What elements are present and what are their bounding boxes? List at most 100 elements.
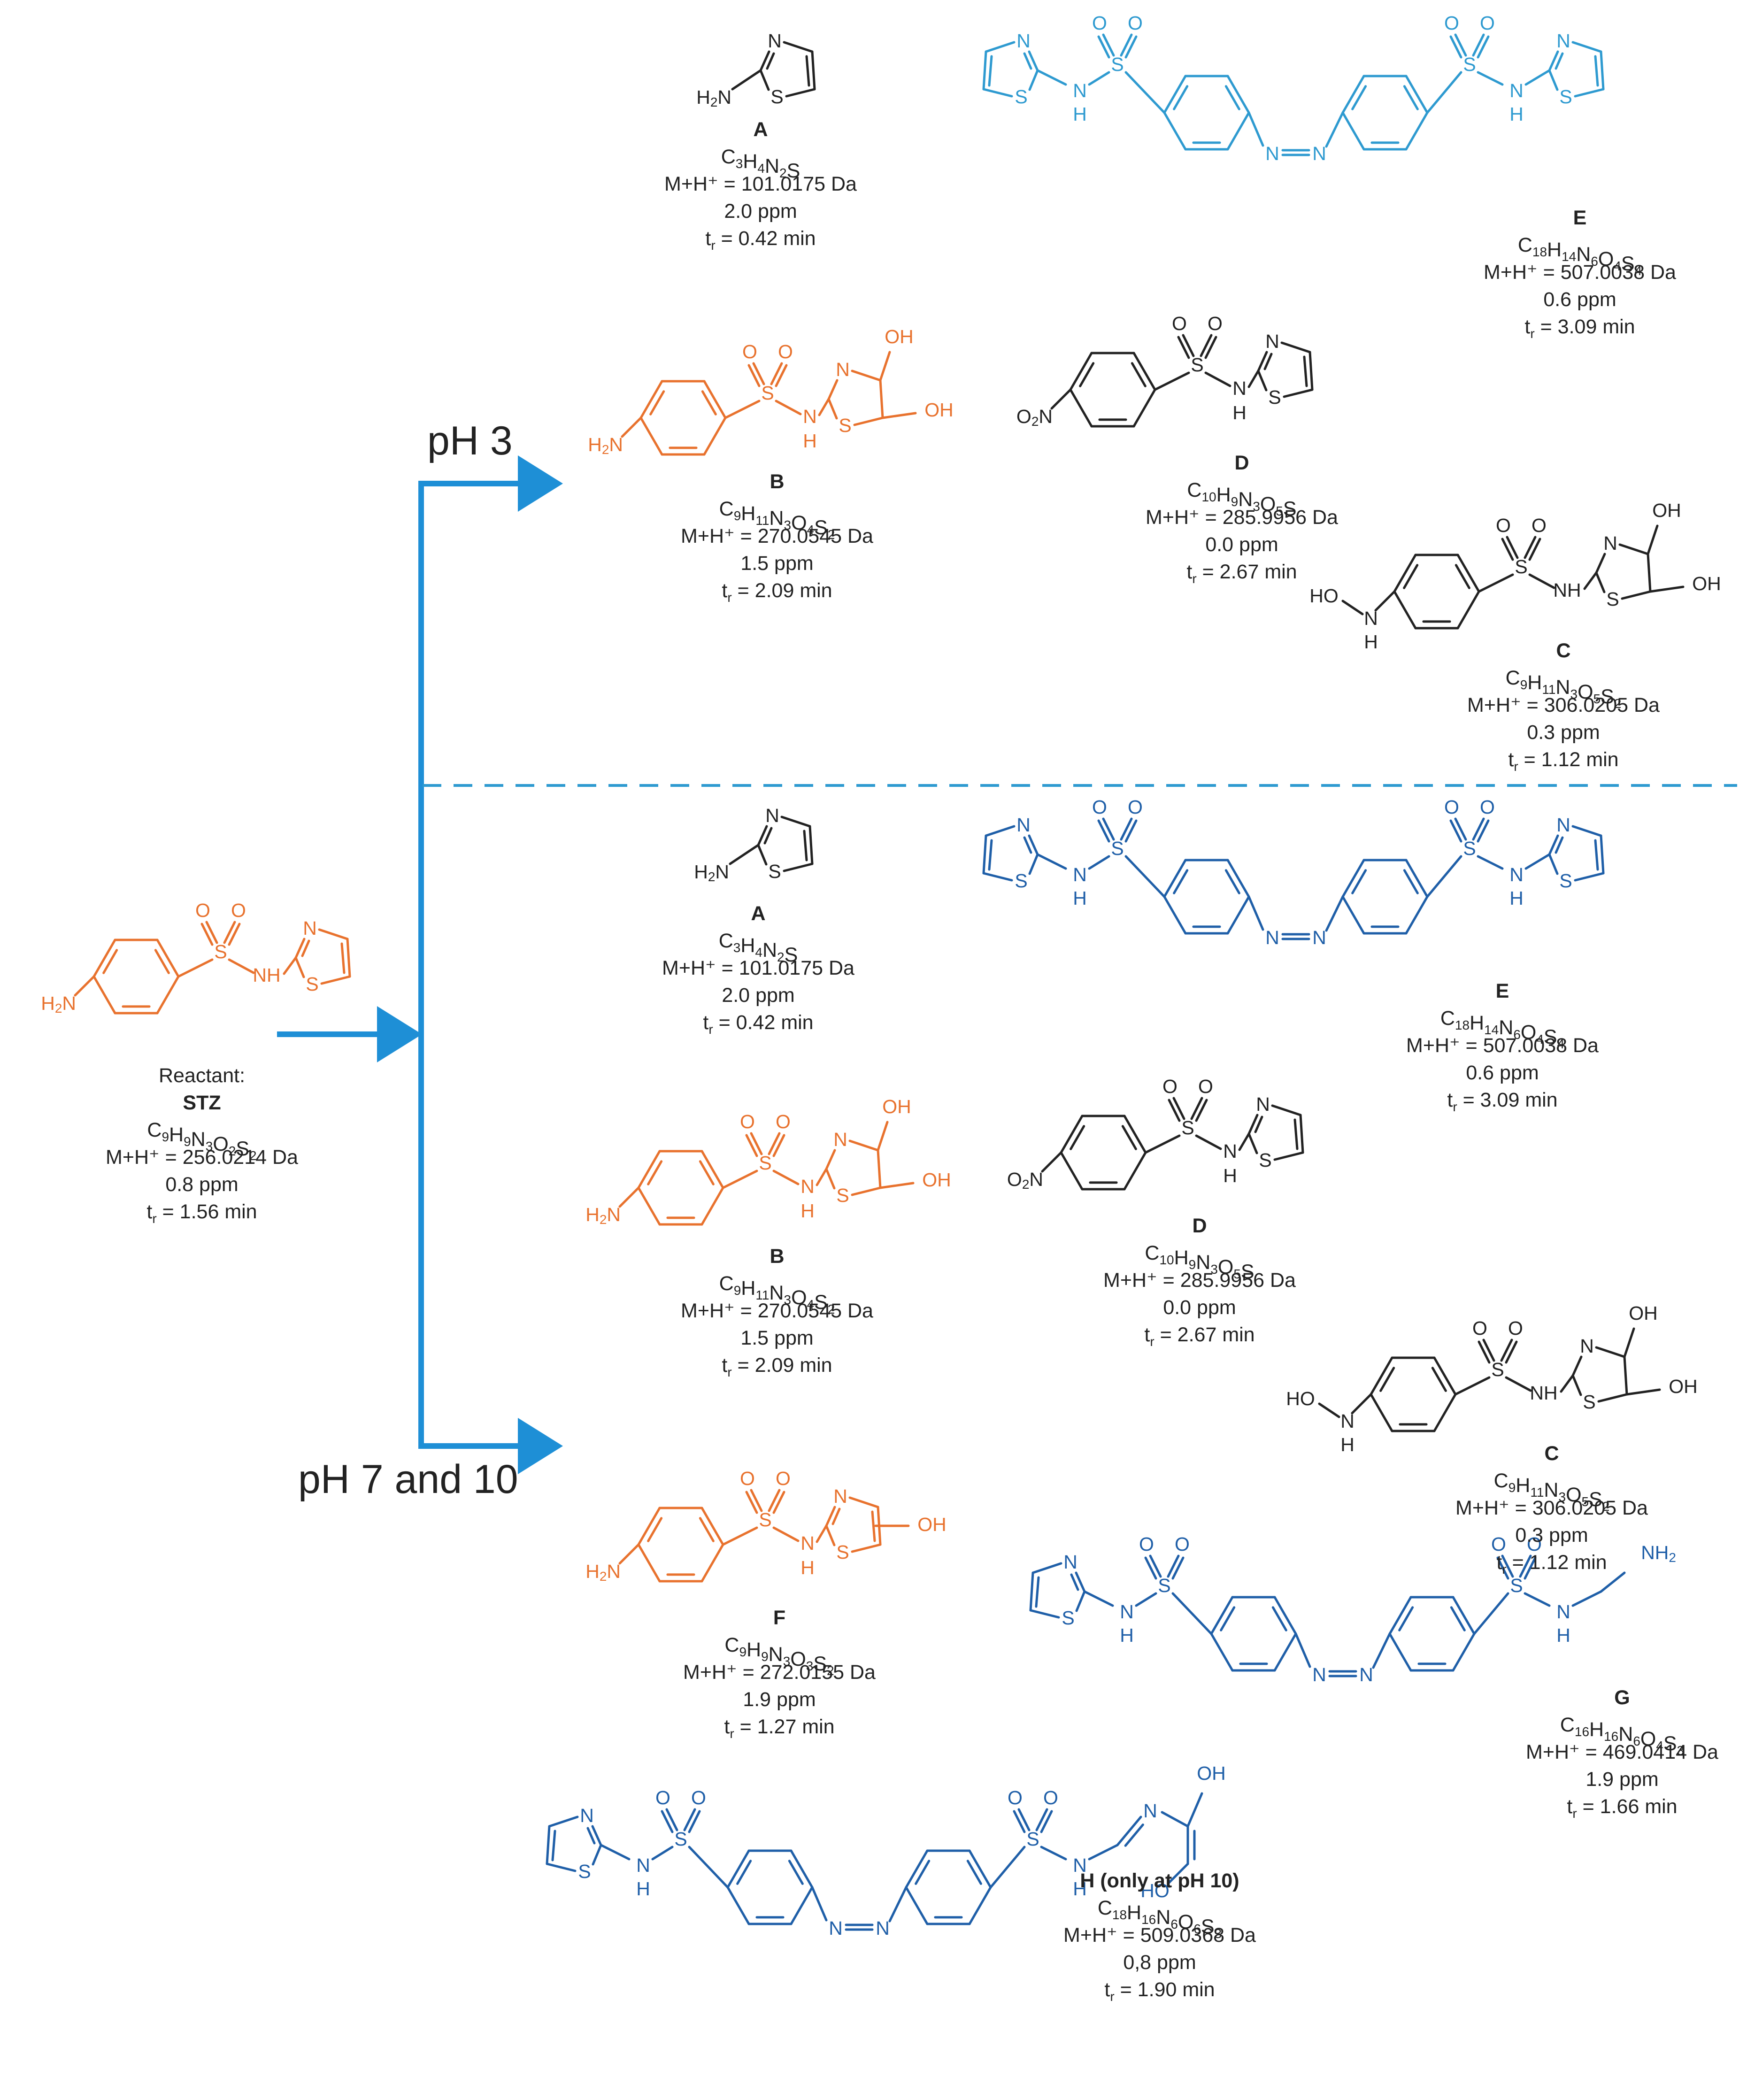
bond [637, 1186, 661, 1226]
compound-ppm: 0.3 ppm [1515, 1524, 1588, 1546]
bond [851, 1543, 882, 1553]
retention-sub: r [1514, 759, 1518, 774]
bond [1050, 388, 1072, 410]
formula-count: 6 [1633, 1734, 1640, 1748]
retention-value: = 3.09 min [1535, 315, 1635, 338]
bond [1182, 334, 1195, 357]
bond [1388, 1596, 1412, 1635]
bond [775, 400, 802, 415]
formula-count: 2 [828, 1302, 835, 1316]
bond [647, 1517, 663, 1542]
compound-label: D [1192, 1215, 1207, 1237]
formula-element: S [787, 160, 800, 182]
compound-formula: C18H14N6O4S4 [1518, 234, 1642, 278]
bond [703, 416, 727, 456]
atom-label: S [1510, 1575, 1523, 1596]
formula-element: C [1560, 1714, 1575, 1736]
atom-label-main: O [1016, 406, 1031, 427]
bond [1254, 1115, 1263, 1133]
atom-label: HO [1140, 1880, 1170, 1901]
formula-element: N [769, 1643, 783, 1666]
bond [1341, 111, 1365, 151]
bond [1060, 1115, 1084, 1154]
formula-count: 9 [734, 508, 741, 523]
bond [1594, 839, 1599, 871]
formula-element: N [765, 155, 779, 177]
bond [851, 1186, 882, 1196]
formula-element: O [1566, 1484, 1581, 1506]
bond [982, 50, 987, 91]
bond [988, 55, 993, 87]
formula-element: C [1494, 1469, 1508, 1492]
atom-label: OH [882, 1096, 911, 1117]
bond [1023, 52, 1032, 70]
bond [1013, 1810, 1026, 1833]
formula-count: 6 [1591, 254, 1598, 269]
bond [1647, 524, 1659, 555]
retention-sub: r [727, 1365, 731, 1379]
formula-element: C [719, 498, 734, 520]
compound-formula: C3H4N2S [721, 146, 800, 182]
bond [879, 351, 891, 382]
atom-label: O [1043, 1787, 1058, 1808]
formula-count: 4 [1656, 1738, 1663, 1753]
formula-element: H [1216, 484, 1231, 506]
atom-label: H [1120, 1624, 1134, 1646]
formula-element: S [1201, 1915, 1215, 1938]
bond [1341, 895, 1365, 935]
bond [1524, 1592, 1551, 1607]
bond [1167, 1554, 1180, 1578]
bond [1299, 1114, 1304, 1154]
bond [808, 825, 814, 865]
bond [1224, 85, 1240, 110]
bond [699, 1160, 715, 1185]
formula-count: 3 [206, 1139, 213, 1154]
compound-label: STZ [183, 1092, 221, 1114]
atom-label: S [1062, 1607, 1074, 1629]
bond [1450, 1606, 1466, 1631]
retention-sub: r [1530, 326, 1534, 341]
atom-label: H2N [585, 1561, 621, 1584]
compound-label: A [751, 902, 765, 925]
atom-label: O2N [1016, 406, 1053, 429]
atom-label: OH [1652, 500, 1681, 521]
bond [1325, 111, 1344, 148]
bond [1163, 859, 1187, 898]
retention-value: = 0.42 min [713, 1011, 814, 1034]
bond [729, 844, 760, 865]
atom-label: N [1265, 331, 1279, 352]
bond [92, 938, 116, 978]
compound-ppm: 2.0 ppm [724, 200, 797, 223]
atom-label-subscript: 2 [602, 442, 609, 457]
bond [1144, 1556, 1157, 1580]
atom-label: O [1198, 1076, 1213, 1097]
bond [294, 938, 306, 959]
retention-t: t [1186, 561, 1192, 583]
formula-count: 4 [1614, 259, 1621, 273]
compound-ppm: 0.8 ppm [165, 1173, 238, 1196]
atom-label: N [1509, 864, 1524, 885]
bond [1454, 1376, 1491, 1396]
bond [726, 1849, 750, 1889]
formula-count: 11 [1530, 1485, 1544, 1500]
atom-label: OH [924, 399, 954, 421]
bond [701, 390, 717, 415]
atom-label: S [839, 415, 851, 436]
atom-label: N [580, 1805, 594, 1826]
bond [1452, 1596, 1476, 1635]
bond [750, 1489, 763, 1512]
atom-label: OH [1669, 1376, 1698, 1397]
retention-t: t [703, 1011, 708, 1034]
retention-sub: r [727, 590, 731, 605]
formula-count: 5 [1582, 1494, 1589, 1509]
bond [816, 1168, 828, 1186]
bond [1426, 855, 1462, 898]
formula-element: O [213, 1133, 228, 1155]
formula-element: H [169, 1123, 184, 1146]
atom-label: N [1509, 80, 1524, 101]
atom-label: H2N [696, 86, 731, 110]
